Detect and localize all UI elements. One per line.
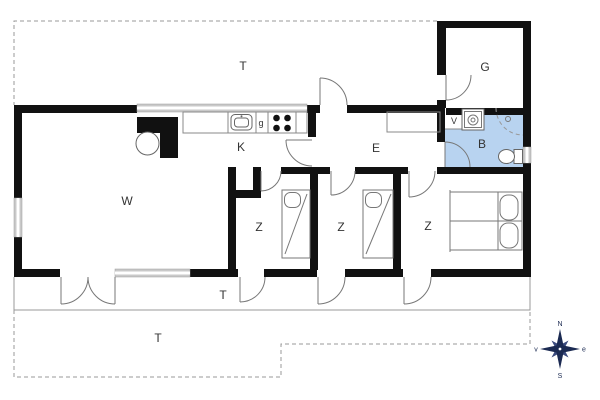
door-bedroom2-to-terrace: [317, 276, 346, 305]
toilet-icon: [498, 149, 523, 164]
door-entrance-to-terrace: [319, 77, 348, 106]
compass-south-label: S: [558, 373, 563, 380]
stove-flue-circle: [135, 131, 160, 156]
stove-mark-label: g: [258, 118, 263, 128]
stove-burners-icon: [273, 114, 291, 132]
bunk-bed-bedroom2: [362, 189, 394, 259]
windows: [13, 103, 532, 278]
annex-label: G: [480, 60, 489, 74]
entrance-label: E: [372, 141, 380, 155]
terrace-garden-dashed-boundary: [13, 310, 531, 378]
kitchen-label: K: [237, 140, 245, 154]
kitchen-counter: [182, 111, 308, 134]
door-annex: [445, 74, 472, 101]
terrace-strip-boundary: [13, 277, 531, 311]
terrace-garden-label: T: [154, 331, 162, 345]
compass-rose-icon: N S e v: [534, 321, 586, 380]
bedroom1-label: Z: [255, 220, 262, 234]
sink-icon: [230, 114, 253, 131]
living-room-left-window: [13, 197, 23, 238]
bathroom-window: [522, 146, 532, 164]
doors: [60, 74, 472, 305]
bedroom2-label: Z: [337, 220, 344, 234]
compass-east-label: e: [582, 347, 586, 354]
room-labels: T G K g E V B W Z Z Z T T: [121, 59, 489, 345]
door-bedroom1-to-terrace: [239, 276, 266, 303]
terrace-top-dashed-boundary: [13, 20, 437, 105]
kitchen-window: [136, 103, 308, 113]
bunk-bed-bedroom1: [281, 189, 311, 259]
living-room-bottom-window: [114, 268, 191, 278]
door-bedroom2: [330, 170, 356, 196]
compass-north-label: N: [557, 321, 562, 328]
walls: [14, 21, 531, 277]
french-doors-living-room: [60, 276, 116, 305]
fireplace: [135, 117, 178, 158]
bathroom-label: B: [478, 137, 486, 151]
living-room-label: W: [121, 194, 133, 208]
door-bedroom3: [408, 170, 436, 198]
terrace-outlines: [13, 20, 531, 378]
terrace-top-label: T: [239, 59, 247, 73]
shower-icon: [495, 107, 524, 136]
door-bedroom1: [260, 170, 282, 192]
door-bedroom3-to-terrace: [403, 276, 432, 305]
door-kitchen-entrance: [285, 139, 313, 167]
washing-machine-icon: [461, 108, 485, 131]
entrance-closet: [386, 111, 441, 133]
utility-label: V: [451, 116, 457, 126]
terrace-strip-label: T: [219, 288, 227, 302]
door-bathroom: [444, 141, 471, 168]
compass-west-label: v: [534, 347, 538, 354]
double-bed-bedroom3: [449, 190, 523, 252]
bedroom3-label: Z: [424, 219, 431, 233]
